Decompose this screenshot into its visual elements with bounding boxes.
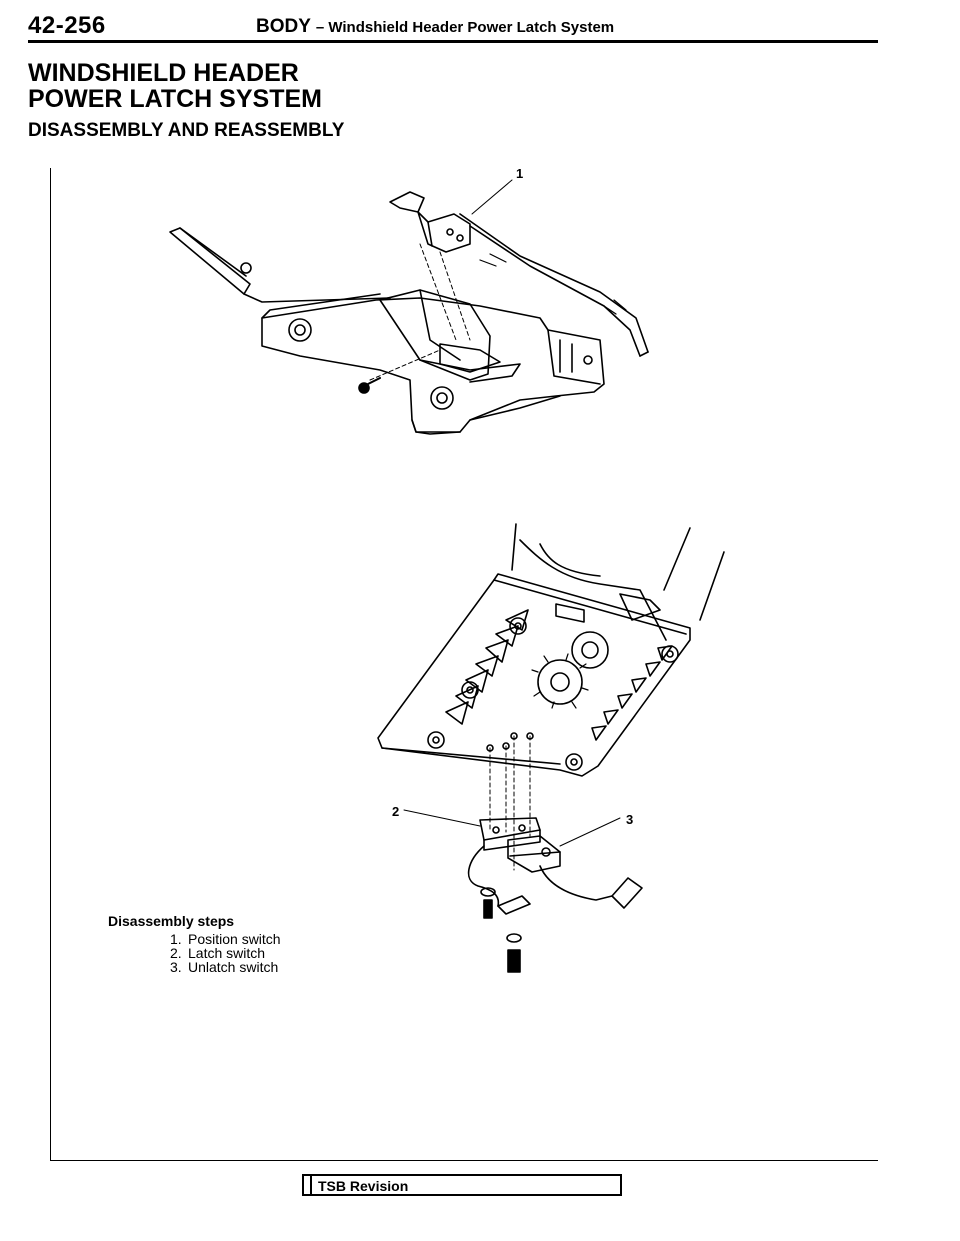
step-label: Position switch: [188, 931, 281, 947]
header-rule: [28, 40, 878, 43]
list-item: 3. Unlatch switch: [170, 960, 281, 974]
step-label: Unlatch switch: [188, 959, 279, 975]
section-main: BODY: [256, 16, 311, 37]
section-title: BODY – Windshield Header Power Latch Sys…: [256, 16, 614, 38]
callout-1: 1: [516, 166, 523, 181]
disassembly-steps: Disassembly steps 1. Position switch 2. La…: [108, 914, 281, 974]
list-item: 1. Position switch: [170, 932, 281, 946]
page-header: 42-256 BODY – Windshield Header Power La…: [28, 12, 878, 43]
steps-list: 1. Position switch 2. Latch switch 3. Unlat…: [108, 932, 281, 974]
tsb-divider: [310, 1176, 312, 1194]
callout-2: 2: [392, 804, 399, 819]
tsb-revision-label: TSB Revision: [318, 1178, 409, 1194]
page-number: 42-256: [28, 12, 106, 39]
steps-heading: Disassembly steps: [108, 913, 235, 929]
title-line-2: POWER LATCH SYSTEM: [28, 85, 322, 113]
tsb-revision-box: TSB Revision: [302, 1174, 622, 1196]
header-latch-assembly: [169, 179, 649, 435]
callout-3: 3: [626, 812, 633, 827]
step-number: 3.: [170, 959, 182, 975]
step-number: 2.: [170, 945, 182, 961]
step-label: Latch switch: [188, 945, 266, 961]
list-item: 2. Latch switch: [170, 946, 281, 960]
page-title: WINDSHIELD HEADER POWER LATCH SYSTEM: [28, 60, 322, 112]
left-margin-rule: [50, 168, 51, 1160]
header-mechanism-assembly: [377, 523, 725, 973]
page-subtitle: DISASSEMBLY AND REASSEMBLY: [28, 120, 345, 141]
bottom-rule: [50, 1160, 878, 1161]
step-number: 1.: [170, 931, 182, 947]
section-sub: – Windshield Header Power Latch System: [315, 19, 615, 36]
title-line-1: WINDSHIELD HEADER: [28, 59, 299, 87]
